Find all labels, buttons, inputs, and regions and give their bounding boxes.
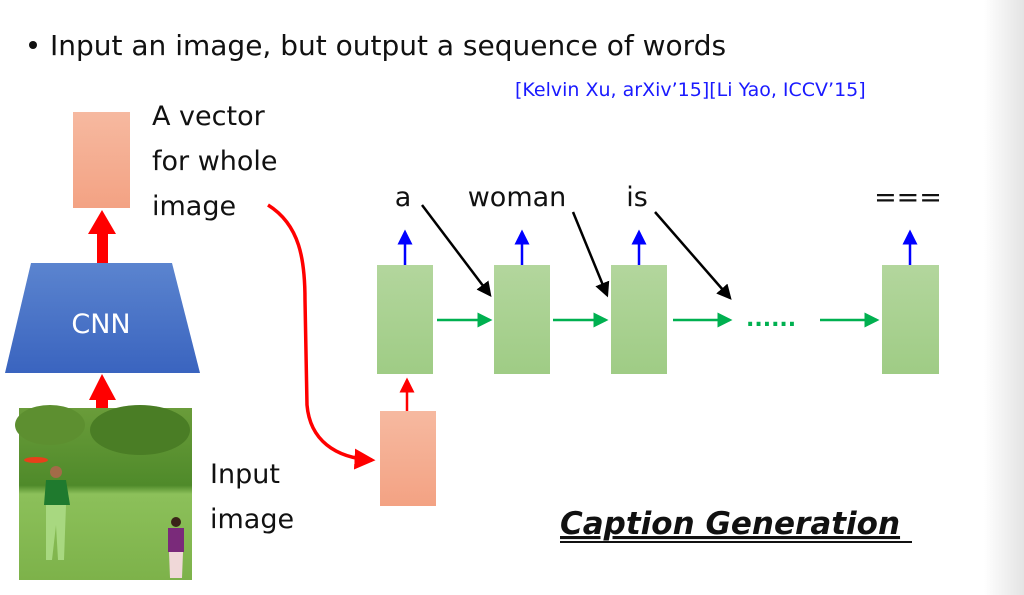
vector-label: A vector for whole image bbox=[152, 101, 286, 222]
feedback-arrow-3 bbox=[654, 211, 732, 300]
output-word-3: is bbox=[626, 182, 648, 213]
output-word-end: === bbox=[874, 182, 942, 213]
feedback-arrow-2 bbox=[571, 211, 610, 298]
feedback-arrow-1 bbox=[421, 204, 492, 297]
output-word-2: woman bbox=[468, 182, 567, 213]
citation: [Kelvin Xu, arXiv’15][Li Yao, ICCV’15] bbox=[515, 79, 866, 101]
frisbee bbox=[24, 457, 48, 463]
rnn-cell-2 bbox=[494, 265, 550, 374]
cnn-block bbox=[5, 263, 200, 373]
input-photo bbox=[15, 405, 192, 580]
slide-edge-shadow bbox=[984, 0, 1024, 595]
bullet-dot bbox=[29, 41, 37, 49]
caption-title: Caption Generation bbox=[560, 506, 900, 542]
output-word-1: a bbox=[395, 182, 412, 213]
image-vector-box bbox=[73, 112, 130, 208]
cnn-label: CNN bbox=[71, 309, 130, 340]
cnn-to-vector-arrow bbox=[88, 210, 116, 264]
input-image-label: Input image bbox=[210, 459, 294, 535]
vector-to-rnn-input-arrow bbox=[267, 203, 376, 470]
ellipsis: ...... bbox=[746, 307, 796, 332]
rnn-cell-3 bbox=[611, 265, 667, 374]
rnn-cell-1 bbox=[377, 265, 433, 374]
bullet-text: Input an image, but output a sequence of… bbox=[50, 29, 726, 62]
rnn-input-vector-box bbox=[380, 411, 436, 506]
rnn-cell-last bbox=[882, 265, 939, 374]
